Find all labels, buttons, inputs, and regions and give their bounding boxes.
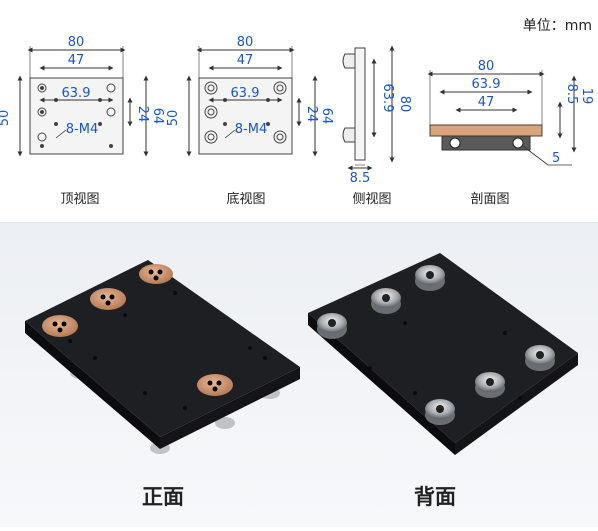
back-photo-label: 背面 xyxy=(414,485,456,509)
copper-wheel-mount xyxy=(42,264,233,396)
side-dim-63-9: 63.9 xyxy=(380,84,395,113)
top-dim-63-9: 63.9 xyxy=(62,86,91,101)
section-dim-63-9: 63.9 xyxy=(472,77,501,92)
drawing-svg: 80 47 63.9 50 24 64 8-M4 xyxy=(0,35,594,186)
section-dim-8-5: 8.5 xyxy=(564,84,579,105)
top-dim-47: 47 xyxy=(68,53,85,68)
bottom-dim-50: 50 xyxy=(166,110,181,127)
section-dim-5: 5 xyxy=(552,151,560,166)
technical-drawing-panel: 单位：mm xyxy=(0,0,598,223)
back-plate-photo xyxy=(308,253,578,455)
side-view: 63.9 80 8.5 xyxy=(342,45,412,186)
product-photos-svg xyxy=(25,253,578,455)
front-photo-label: 正面 xyxy=(142,485,184,509)
bottom-dim-47: 47 xyxy=(237,53,254,68)
unit-label: 单位：mm xyxy=(522,18,592,34)
front-plate-photo xyxy=(25,260,300,454)
top-dim-80: 80 xyxy=(68,35,85,50)
section-view: 80 63.9 47 8.5 19 5 xyxy=(427,59,594,166)
bottom-dim-80: 80 xyxy=(237,35,254,50)
bottom-dim-24: 24 xyxy=(304,106,319,123)
top-view-caption: 顶视图 xyxy=(60,192,100,207)
top-dim-holes: 8-M4 xyxy=(66,122,98,137)
section-view-caption: 剖面图 xyxy=(470,192,510,207)
side-dim-80: 80 xyxy=(397,96,412,113)
product-photo-panel: 正面 背面 xyxy=(0,223,598,527)
roller-wheels xyxy=(317,265,555,425)
top-dim-24: 24 xyxy=(135,106,150,123)
bottom-view-caption: 底视图 xyxy=(226,192,266,207)
top-view: 80 47 63.9 50 24 64 8-M4 xyxy=(0,35,165,157)
section-dim-80: 80 xyxy=(478,59,495,74)
bottom-dim-64: 64 xyxy=(319,108,334,125)
section-dim-19: 19 xyxy=(579,88,594,105)
side-dim-8-5: 8.5 xyxy=(350,171,371,186)
bottom-dim-63-9: 63.9 xyxy=(231,86,260,101)
side-view-caption: 侧视图 xyxy=(352,192,392,207)
top-dim-64: 64 xyxy=(150,108,165,125)
bottom-dim-holes: 8-M4 xyxy=(235,122,267,137)
bottom-view: 80 47 63.9 50 24 64 8-M4 xyxy=(166,35,334,157)
top-dim-50: 50 xyxy=(0,110,12,127)
section-dim-47: 47 xyxy=(478,95,495,110)
